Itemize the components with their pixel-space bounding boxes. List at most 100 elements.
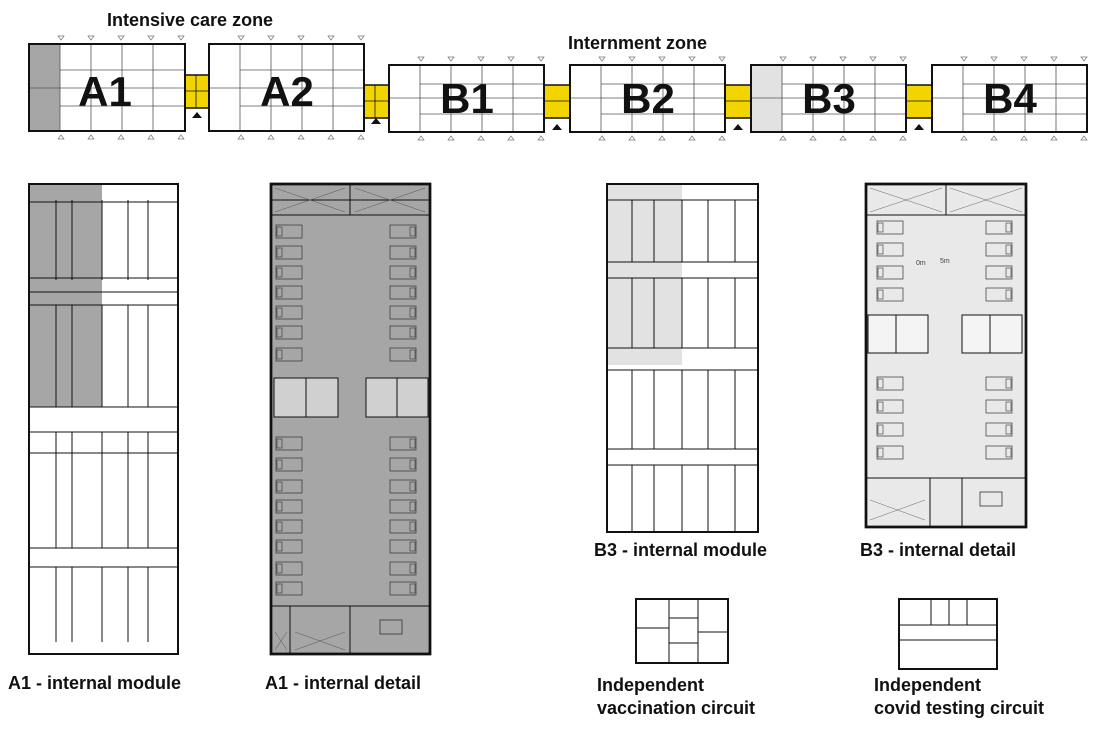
corridor-b3-b4 — [905, 84, 933, 119]
bed-icon — [275, 436, 303, 451]
a1-patient-beds — [275, 224, 417, 596]
a1-internal-detail[interactable] — [269, 182, 432, 656]
bed-icon — [275, 457, 303, 472]
window-marker — [507, 56, 515, 62]
vaccination-circuit-plan[interactable] — [635, 598, 729, 664]
b3-internal-detail[interactable]: 0m 5m — [864, 182, 1028, 529]
pillow-icon — [409, 481, 416, 492]
a1-internal-module[interactable] — [28, 183, 179, 655]
pillow-icon — [1005, 222, 1012, 233]
pillow-icon — [409, 521, 416, 532]
bed-icon — [275, 581, 303, 596]
window-marker — [990, 135, 998, 141]
intensive-care-zone-label: Intensive care zone — [107, 10, 273, 30]
module-b3-label: B3 — [802, 75, 856, 122]
pillow-icon — [1005, 244, 1012, 255]
window-marker — [57, 134, 65, 140]
pillow-icon — [276, 521, 283, 532]
window-marker — [1050, 56, 1058, 62]
pillow-icon — [1005, 289, 1012, 300]
window-marker — [960, 135, 968, 141]
module-b2-label: B2 — [621, 75, 675, 122]
pillow-icon — [276, 501, 283, 512]
pillow-icon — [877, 289, 884, 300]
bed-icon — [985, 220, 1013, 235]
window-marker — [477, 56, 485, 62]
pillow-icon — [409, 501, 416, 512]
window-marker — [447, 135, 455, 141]
pillow-icon — [276, 541, 283, 552]
bed-icon — [876, 287, 904, 302]
bed-icon — [985, 445, 1013, 460]
pillow-icon — [276, 287, 283, 298]
pillow-icon — [276, 247, 283, 258]
pillow-icon — [409, 267, 416, 278]
pillow-icon — [1005, 401, 1012, 412]
bed-icon — [876, 399, 904, 414]
window-marker — [417, 135, 425, 141]
pillow-icon — [409, 307, 416, 318]
bed-icon — [389, 245, 417, 260]
window-marker — [779, 56, 787, 62]
b3-patient-beds — [876, 220, 1013, 460]
window-marker — [809, 56, 817, 62]
window-marker — [117, 35, 125, 41]
window-marker — [839, 135, 847, 141]
caption-a1-detail: A1 - internal detail — [265, 673, 421, 693]
module-b1[interactable]: B1 — [388, 64, 545, 133]
bed-icon — [876, 242, 904, 257]
window-marker — [1020, 56, 1028, 62]
bed-icon — [876, 265, 904, 280]
b3-internal-module[interactable] — [606, 183, 759, 533]
window-marker — [1050, 135, 1058, 141]
bed-icon — [275, 347, 303, 362]
covid-testing-circuit-plan[interactable] — [898, 598, 998, 670]
window-marker — [628, 135, 636, 141]
window-marker — [1080, 56, 1088, 62]
module-a1[interactable]: A1 — [28, 43, 186, 132]
bed-icon — [389, 265, 417, 280]
pillow-icon — [409, 247, 416, 258]
window-marker — [447, 56, 455, 62]
caption-vaccination-line1: Independent — [597, 675, 704, 695]
pillow-icon — [877, 401, 884, 412]
window-marker — [267, 134, 275, 140]
internment-zone-label: Internment zone — [568, 33, 707, 53]
window-marker — [417, 56, 425, 62]
window-marker — [899, 135, 907, 141]
bed-icon — [275, 224, 303, 239]
module-b4[interactable]: B4 — [931, 64, 1088, 133]
window-marker — [297, 134, 305, 140]
window-marker — [87, 134, 95, 140]
pillow-icon — [409, 349, 416, 360]
module-a1-label: A1 — [78, 68, 132, 115]
bed-icon — [876, 376, 904, 391]
bed-icon — [389, 539, 417, 554]
bed-icon — [985, 422, 1013, 437]
window-marker — [267, 35, 275, 41]
pillow-icon — [276, 327, 283, 338]
pillow-icon — [276, 226, 283, 237]
window-marker — [718, 135, 726, 141]
pillow-icon — [877, 447, 884, 458]
module-a2[interactable]: A2 — [208, 43, 365, 132]
scale-start-label: 0m — [916, 260, 926, 267]
bed-icon — [275, 305, 303, 320]
module-b3[interactable]: B3 — [750, 64, 907, 133]
bed-icon — [389, 325, 417, 340]
window-marker — [779, 135, 787, 141]
module-a2-label: A2 — [260, 68, 314, 115]
bed-icon — [389, 305, 417, 320]
window-marker — [147, 35, 155, 41]
pillow-icon — [877, 244, 884, 255]
bed-icon — [275, 539, 303, 554]
bed-icon — [275, 499, 303, 514]
bed-icon — [389, 224, 417, 239]
pillow-icon — [409, 541, 416, 552]
window-marker — [1020, 135, 1028, 141]
window-marker — [117, 134, 125, 140]
pillow-icon — [1005, 447, 1012, 458]
module-b2[interactable]: B2 — [569, 64, 726, 133]
window-marker — [688, 135, 696, 141]
pillow-icon — [276, 459, 283, 470]
